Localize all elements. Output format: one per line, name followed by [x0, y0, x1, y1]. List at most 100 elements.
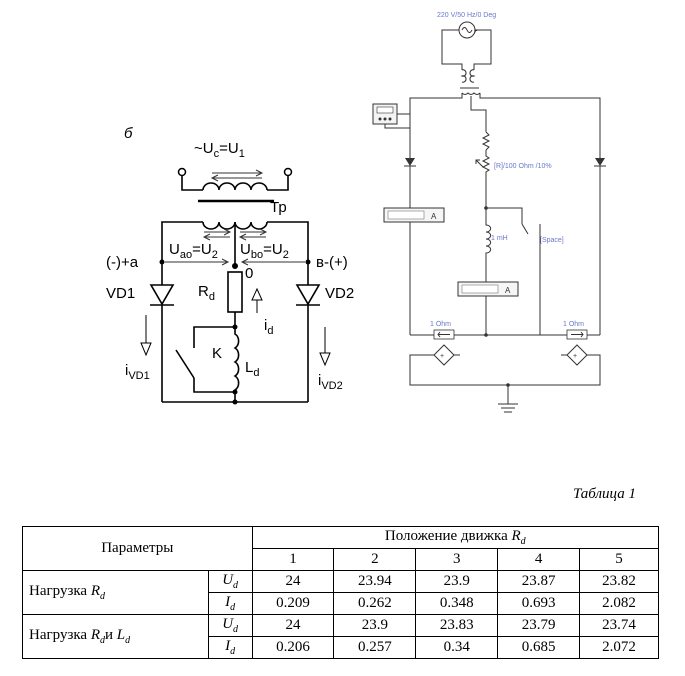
simulator-schematic: 220 V/50 Hz/0 Deg + [R]/100 Ohm /10% [372, 12, 606, 413]
dep-source-left [433, 344, 455, 366]
sim-transformer-primary [460, 69, 476, 83]
row-symbol: Id [207, 592, 253, 615]
table-cell: 23.87 [497, 570, 581, 593]
sec-arrow-1 [204, 228, 232, 236]
row-symbol: Id [207, 636, 253, 659]
vd2-label: VD2 [325, 285, 354, 302]
source-text: 220 V/50 Hz/0 Deg [437, 12, 496, 19]
rd-label: Rd [198, 283, 215, 303]
sim-center-lead [470, 96, 487, 132]
sim-diode-right [595, 158, 605, 166]
column-header-row: 1 2 3 4 5 [23, 548, 659, 571]
shunt2-text: 1 Ohm [563, 321, 584, 328]
voltmeter-knob-3 [388, 117, 392, 121]
sim-inductor-top [485, 182, 523, 220]
vd1-label: VD1 [106, 285, 135, 302]
table-cell: 0.348 [415, 592, 499, 615]
row-group-label: Нагрузка Rdи Ld [22, 614, 209, 659]
uao-label: Uao=U2 [169, 241, 218, 261]
ground-icon [498, 385, 518, 413]
ammeter-2-label: A [505, 286, 511, 295]
table-caption: Таблица 1 [573, 486, 636, 502]
table-cell: 24 [251, 614, 335, 637]
voltmeter-knob-1 [378, 117, 382, 121]
table-cell: 23.74 [579, 614, 659, 637]
voltmeter-knob-2 [383, 117, 387, 121]
ld-label: Ld [245, 359, 259, 379]
inductor-text: 1 mH [491, 235, 508, 242]
dep-source-right [566, 344, 588, 366]
table-cell: 2.082 [579, 592, 659, 615]
column-header: 3 [415, 548, 499, 571]
table-cell: 23.9 [415, 570, 499, 593]
transformer-label: Тр [270, 199, 287, 216]
sec-arrow-3 [240, 228, 268, 236]
node-k-bottom [232, 389, 238, 395]
dep-source-left-sign: + [440, 353, 444, 360]
sim-inductor [485, 208, 492, 282]
sim-transformer-secondary [461, 92, 481, 95]
id-arrow-head [251, 287, 263, 301]
sec-arrow-2 [202, 233, 230, 241]
table-cell: 23.83 [415, 614, 499, 637]
sim-pot-arrow [475, 159, 484, 168]
primary-lead-left [181, 176, 203, 191]
ivd1-arrow-head [140, 342, 152, 357]
k-label: K [212, 345, 222, 362]
table-cell: 2.072 [579, 636, 659, 659]
zero-node-label: 0 [245, 265, 253, 282]
shunt1-text: 1 Ohm [430, 321, 451, 328]
voltmeter-leads [384, 113, 410, 129]
table-cell: 23.94 [333, 570, 417, 593]
primary-terminal-left [177, 167, 187, 177]
primary-terminal-right [283, 167, 293, 177]
ammeter-1-display [387, 210, 425, 220]
table-cell: 0.685 [497, 636, 581, 659]
column-header: 5 [579, 548, 659, 571]
table-cell: 23.79 [497, 614, 581, 637]
id-label: id [264, 317, 273, 337]
shunt-1-arrow [437, 331, 450, 338]
node-bottom [232, 399, 238, 405]
sec-arrow-4 [238, 233, 266, 241]
table-row: Нагрузка Rd Ud 24 23.94 23.9 23.87 23.82 [22, 570, 659, 615]
row-symbol: Ud [207, 570, 253, 593]
sine-glyph [461, 27, 473, 33]
column-header: 1 [251, 548, 335, 571]
table-cell: 0.262 [333, 592, 417, 615]
table-cell: 23.82 [579, 570, 659, 593]
table-row: Id 0.206 0.257 0.34 0.685 2.072 [23, 636, 659, 659]
table-cell: 0.206 [251, 636, 335, 659]
k-switch-blade [175, 349, 195, 379]
table-cell: 24 [251, 570, 335, 593]
voltmeter-display [376, 106, 394, 114]
rd-resistor [227, 271, 243, 313]
row-symbol: Ud [207, 614, 253, 637]
ivd1-label: iVD1 [125, 362, 150, 382]
primary-arrow-left [210, 174, 262, 182]
sim-potentiometer [481, 150, 491, 182]
table-row: Нагрузка Rdи Ld Ud 24 23.9 23.83 23.79 2… [22, 614, 659, 659]
sim-right-lead [479, 93, 601, 150]
row-group-label: Нагрузка Rd [22, 570, 209, 615]
primary-winding [202, 182, 268, 191]
uao-arrow [165, 258, 230, 266]
source-voltage-label: ~Uc=U1 [194, 140, 245, 160]
results-table: Параметры Положение движка Rd 1 2 3 4 5 … [22, 526, 660, 659]
sim-diode-left [405, 158, 415, 166]
figure-label: б [124, 125, 133, 142]
shunt-2-arrow [571, 331, 584, 338]
node-zero [232, 263, 238, 269]
sim-dep-loop [409, 354, 601, 386]
table-row: Id 0.209 0.262 0.348 0.693 2.082 [23, 592, 659, 615]
table-cell: 0.257 [333, 636, 417, 659]
sim-center-zigzag [481, 131, 491, 151]
ammeter-1-label: A [431, 212, 437, 221]
column-header: 4 [497, 548, 581, 571]
params-header: Параметры [22, 526, 253, 571]
sim-switch [521, 220, 529, 235]
pot-text: [R]/100 Ohm /10% [494, 163, 552, 170]
column-header: 2 [333, 548, 417, 571]
ubo-arrow [240, 258, 305, 266]
